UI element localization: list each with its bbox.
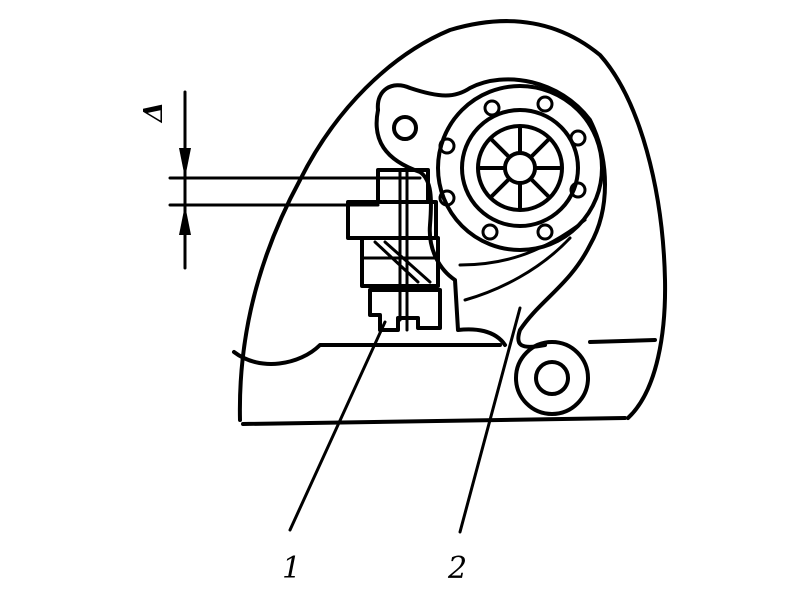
part-label-1: 1 <box>282 551 301 586</box>
gap-label: Δ <box>139 102 169 124</box>
gap-dimension: Δ <box>139 90 422 270</box>
hub-spokes <box>478 126 562 210</box>
hub-assembly <box>436 84 604 252</box>
part-label-2: 2 <box>447 551 467 586</box>
adjusting-screw <box>346 168 442 332</box>
lever-roller <box>514 340 590 416</box>
housing <box>232 19 668 426</box>
bolt-hole-left <box>392 115 418 141</box>
leader-lines <box>288 306 522 534</box>
flange-bolt-holes <box>438 95 587 241</box>
